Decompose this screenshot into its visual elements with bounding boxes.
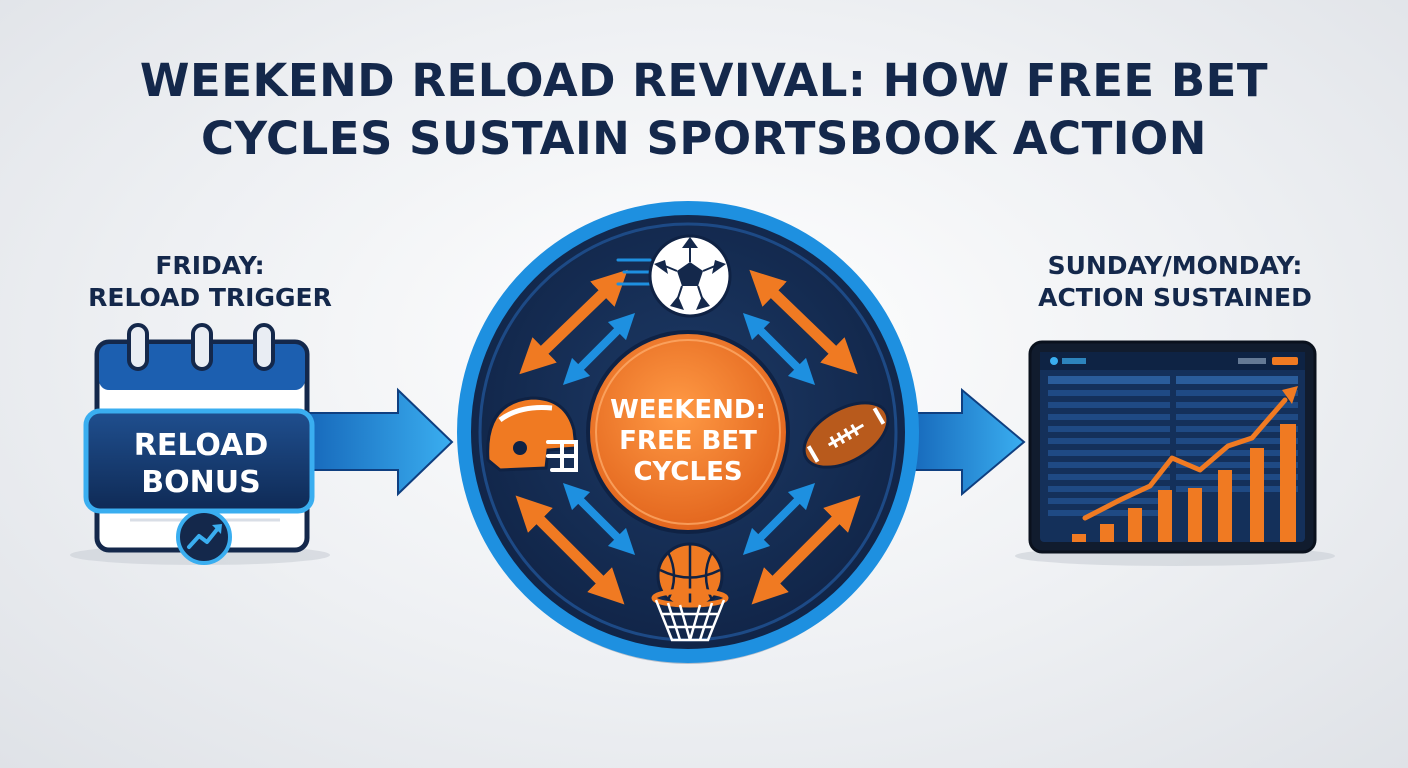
- basketball-hoop-icon: [651, 542, 729, 642]
- growth-trend-line: [1082, 397, 1288, 521]
- sunday-monday-label: SUNDAY/MONDAY: ACTION SUSTAINED: [1000, 250, 1350, 314]
- american-football-icon: [802, 401, 890, 469]
- cycle-arrows: [515, 269, 861, 605]
- sunday-label-line-2: ACTION SUSTAINED: [1038, 283, 1312, 312]
- trend-up-icon: [176, 509, 232, 565]
- hub-line-2: FREE BET: [619, 426, 757, 456]
- badge-line-1: RELOAD: [134, 428, 268, 463]
- friday-label-line-2: RELOAD TRIGGER: [88, 283, 332, 312]
- friday-label: FRIDAY: RELOAD TRIGGER: [40, 250, 380, 314]
- page-title: WEEKEND RELOAD REVIVAL: HOW FREE BET CYC…: [0, 52, 1408, 168]
- hub-line-1: WEEKEND:: [610, 395, 766, 425]
- title-line-1: WEEKEND RELOAD REVIVAL: HOW FREE BET: [139, 54, 1269, 107]
- hub-line-3: CYCLES: [633, 457, 742, 487]
- football-helmet-icon: [486, 396, 578, 472]
- badge-line-2: BONUS: [141, 465, 260, 500]
- title-line-2: CYCLES SUSTAIN SPORTSBOOK ACTION: [201, 112, 1207, 165]
- free-bet-cycles-hub: WEEKEND: FREE BET CYCLES: [586, 330, 790, 534]
- flow-arrow-right: [904, 387, 1026, 497]
- growth-chart-icon: [1072, 424, 1296, 542]
- sunday-label-line-1: SUNDAY/MONDAY:: [1047, 251, 1303, 280]
- friday-label-line-1: FRIDAY:: [155, 251, 265, 280]
- sportsbook-tablet: [1028, 340, 1317, 554]
- flow-arrow-left: [299, 387, 454, 497]
- soccer-ball-icon: [616, 234, 732, 318]
- reload-bonus-badge: RELOAD BONUS: [83, 408, 315, 514]
